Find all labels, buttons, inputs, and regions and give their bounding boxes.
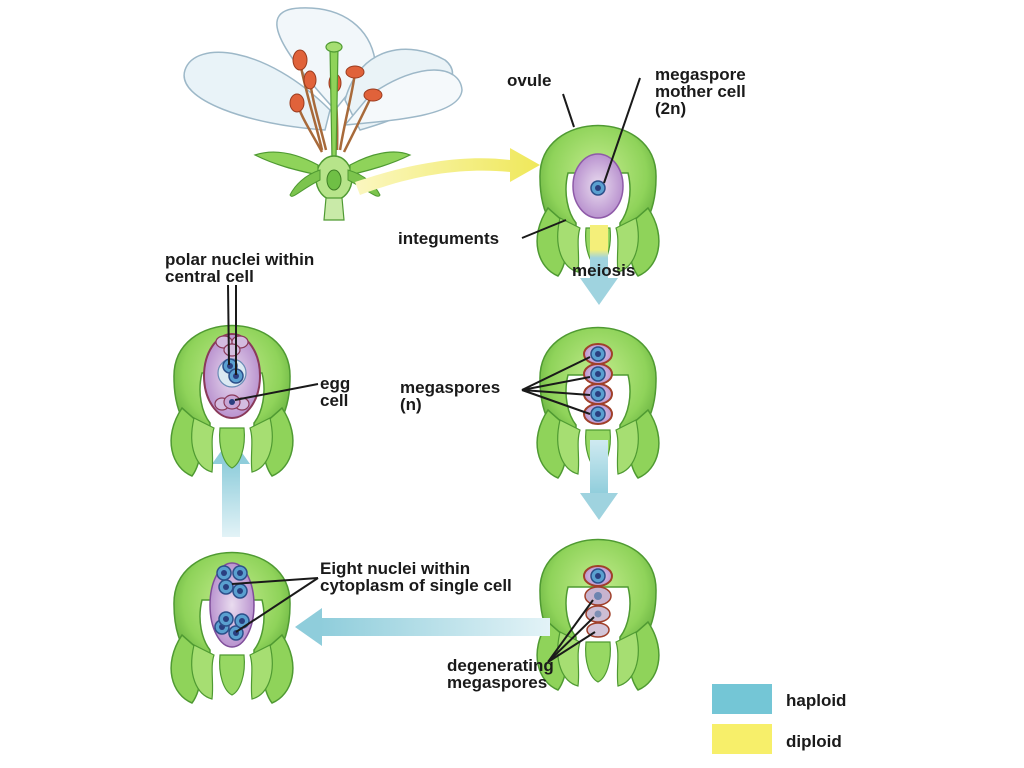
- legend-label-haploid: haploid: [786, 691, 847, 710]
- label-megaspores: megaspores (n): [400, 378, 501, 414]
- arrow-flower-to-ovule: [355, 148, 540, 195]
- label-ovule: ovule: [507, 71, 552, 90]
- arrow-down-right: [580, 440, 618, 520]
- label-integuments: integuments: [398, 229, 500, 248]
- label-degenerating-megaspores: degenerating megaspores: [447, 656, 554, 692]
- arrow-left-bottom: [295, 608, 550, 646]
- ovule-degenerating: [536, 538, 660, 691]
- arrow-meiosis: [580, 225, 618, 305]
- label-megaspore-mother-cell: megaspore mother cell (2n): [655, 65, 746, 118]
- label-eight-nuclei: Eight nuclei within cytoplasm of single …: [320, 559, 512, 595]
- label-meiosis: meiosis: [572, 261, 636, 280]
- ovule-eight-nuclei: [170, 551, 294, 704]
- ovule-embryo-sac: [170, 324, 294, 477]
- megaspore-cells: [583, 343, 613, 425]
- legend-swatch-haploid: [712, 684, 772, 714]
- ovule-four-megaspores: [536, 326, 660, 479]
- label-egg-cell: egg cell: [320, 374, 351, 410]
- flower-illustration: [183, 7, 463, 221]
- leader-lines: [227, 77, 641, 663]
- ovule-mother-cell: [536, 124, 660, 277]
- legend-swatch-diploid: [712, 724, 772, 754]
- legend-label-diploid: diploid: [786, 732, 842, 751]
- label-polar-nuclei: polar nuclei within central cell: [165, 250, 315, 286]
